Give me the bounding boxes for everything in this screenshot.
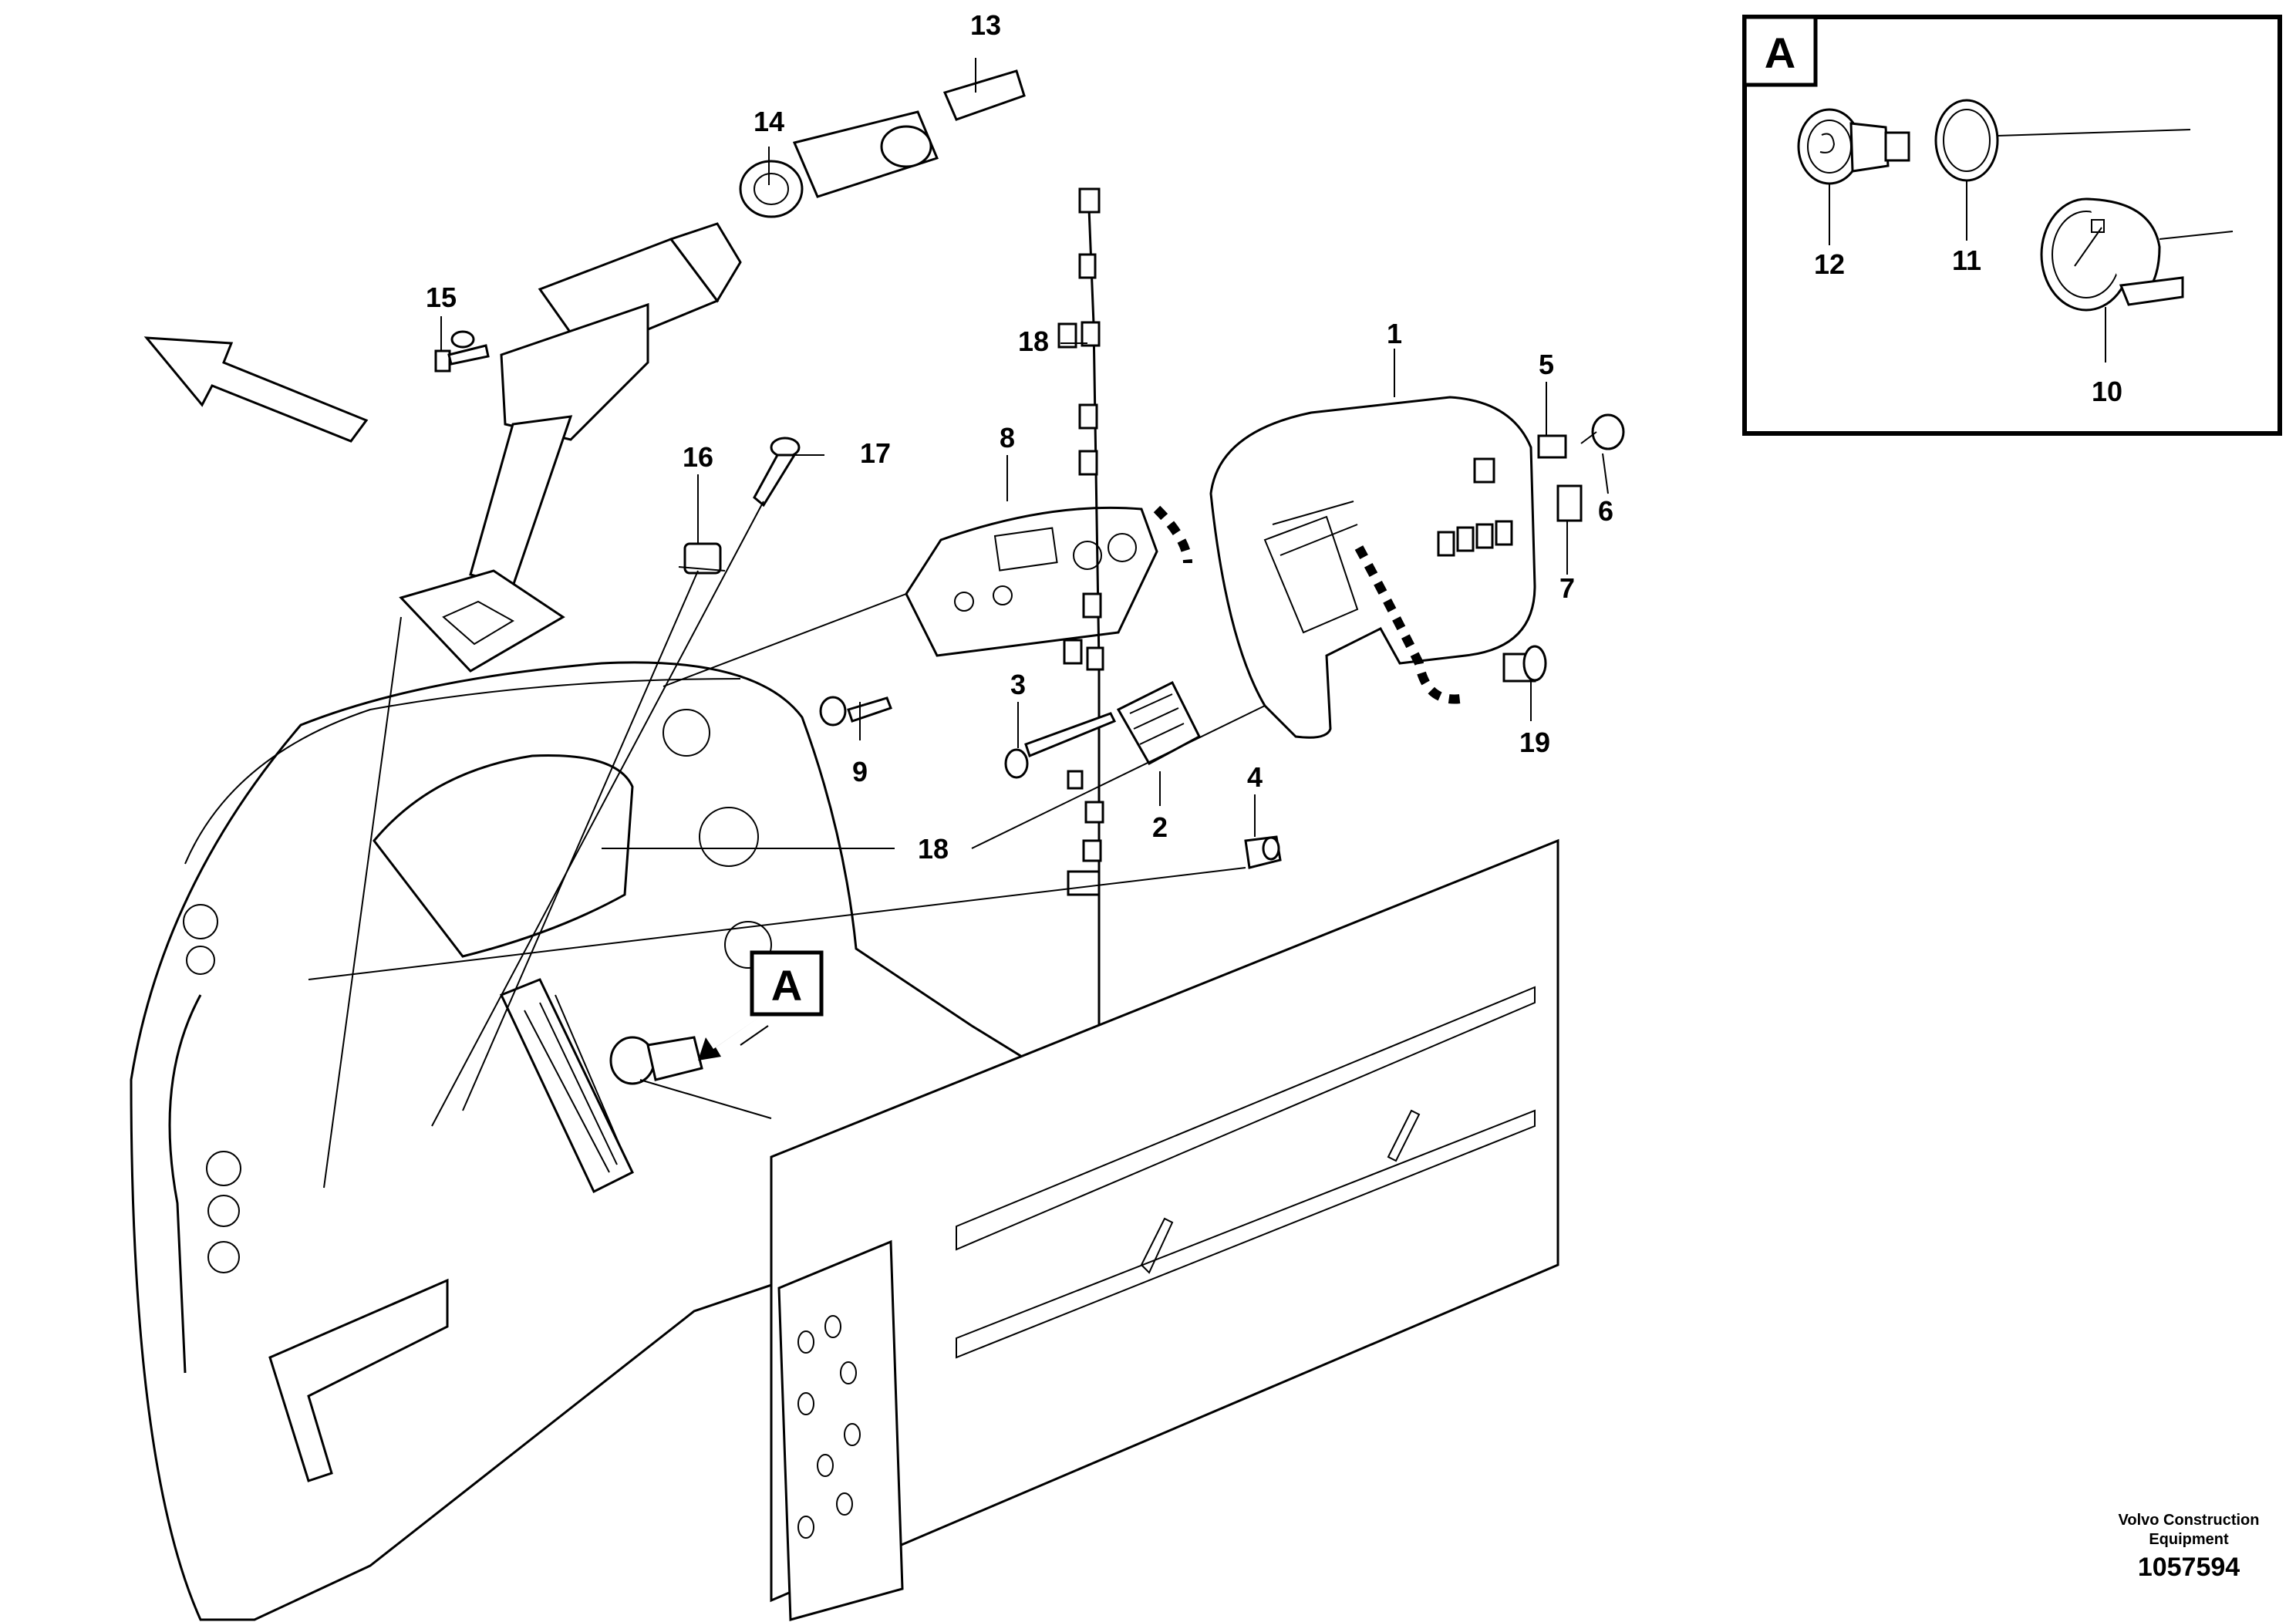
socket-part [1797,108,1910,185]
gauge-part [2040,197,2234,312]
callout-12: 12 [1814,248,1845,280]
drawing-number: 1057594 [2138,1553,2240,1582]
detail-letter-box [1742,15,1818,87]
callout-14: 14 [754,106,784,137]
side-frame [770,838,1559,1621]
callout-16: 16 [683,441,713,473]
callout-10: 10 [2092,376,2122,407]
detail-letter: A [1765,29,1795,77]
steering-column [399,69,1026,673]
callout-2: 2 [1152,811,1168,843]
instrument-cluster [905,506,1158,657]
callout-8: 8 [1000,422,1015,454]
accelerator-pedal [499,978,634,1194]
callout-9: 9 [852,756,868,787]
callout-5: 5 [1539,349,1554,380]
dashed-cable-right [1354,545,1467,704]
detail-frame [1742,15,2282,436]
callout-17: 17 [860,437,891,469]
callout-11: 11 [1952,244,1981,276]
detail-view-a: A 12 11 10 [1742,15,2282,436]
dashed-cable-left [1153,505,1192,564]
socket-in-cab [609,1036,772,1119]
company-line-2: Equipment [2149,1531,2229,1548]
company-line-1: Volvo Construction [2119,1512,2260,1529]
callout-3: 3 [1010,669,1026,700]
callout-1: 1 [1387,318,1402,349]
screw-9 [819,696,892,727]
screw-3 [1004,712,1117,779]
knob-6 [1591,413,1625,450]
bolt-17 [753,437,801,508]
view-marker-letter: A [771,961,802,1010]
knob-19 [1502,645,1547,683]
callout-18-top: 18 [1018,325,1049,357]
floor-bracket [268,1278,449,1482]
view-marker-a: A [698,950,824,1061]
leader-lines [308,58,1609,1189]
callout-18-mid: 18 [918,833,949,865]
callout-13: 13 [970,9,1001,41]
wire-harness-vertical [1057,187,1104,1026]
callout-6: 6 [1598,495,1613,527]
connector-5 [1537,434,1567,459]
clip-16 [678,542,726,575]
callout-4: 4 [1247,761,1263,793]
callout-7: 7 [1559,572,1575,604]
bolt-15 [434,344,490,373]
switch-4 [1244,835,1282,869]
switch-7 [1556,484,1583,522]
keypad-part [1116,680,1201,766]
callout-15: 15 [426,282,457,313]
cab-body [130,661,1175,1621]
footer: Volvo Construction Equipment 1057594 [2119,1512,2260,1582]
callout-19: 19 [1519,727,1550,758]
direction-arrow [143,336,369,443]
